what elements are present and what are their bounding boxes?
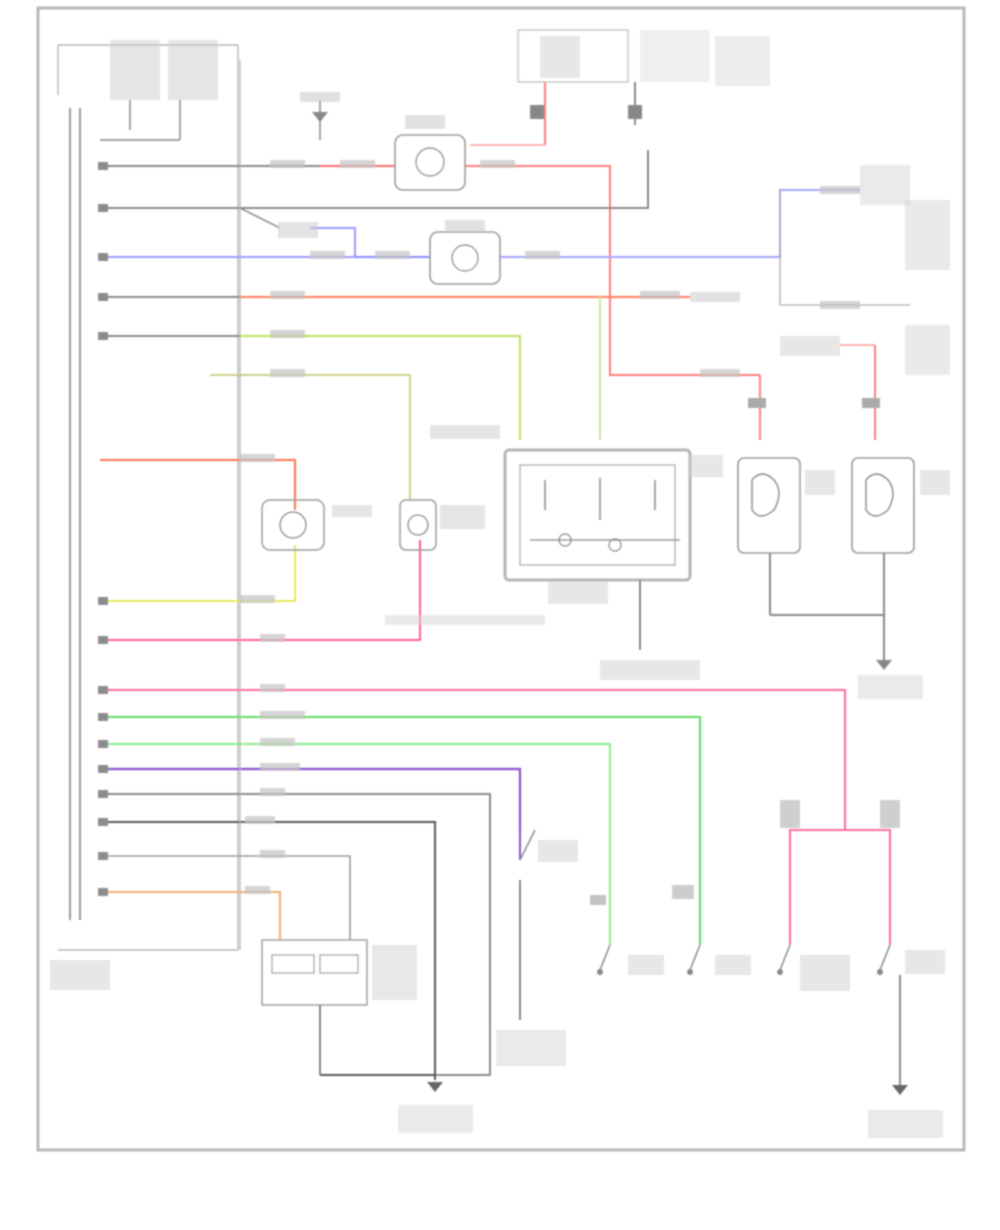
- ground-symbol-right: [858, 660, 923, 699]
- wire-row-3-blue: [108, 227, 356, 258]
- sensor-left: [737, 457, 835, 615]
- module-pins: [98, 162, 108, 896]
- sensor-right: [851, 457, 950, 660]
- bottom-switch-3: [777, 800, 850, 991]
- right-fuse-area: [748, 336, 880, 440]
- bottom-switch-4: [845, 800, 945, 1138]
- wire-row-1-red-b: [465, 165, 760, 376]
- wire-row-7-yellow: [108, 545, 296, 602]
- wire-row-3-blue-c: [500, 189, 860, 258]
- wire-row-2: [108, 150, 649, 209]
- top-connector-1: [470, 29, 770, 146]
- wire-row-6-red: [100, 459, 296, 510]
- lamp-b: [385, 499, 545, 625]
- middle-relay: [429, 220, 501, 285]
- right-top-connector: [690, 165, 950, 375]
- main-control-module: [50, 40, 239, 990]
- wire-row-15: [108, 855, 351, 940]
- wire-row-10-green: [108, 716, 701, 945]
- row2-switch: [239, 207, 318, 238]
- wire-row-5-yg: [240, 335, 521, 440]
- bottom-switch-2: [672, 885, 751, 975]
- bottom-unit: [261, 939, 473, 1133]
- top-relay: [394, 115, 466, 191]
- purple-switch: [496, 829, 578, 1066]
- wire-row-12-purple: [108, 767, 522, 830]
- wire-row-14: [108, 821, 436, 1080]
- bottom-switch-1: [590, 895, 664, 975]
- ground-symbol-top: [300, 92, 340, 140]
- center-module: [430, 425, 723, 680]
- wire-row-16-orange: [108, 891, 281, 940]
- wire-label-smudges: [240, 160, 860, 894]
- diagram-frame: [36, 6, 966, 1152]
- wire-row-13: [108, 793, 491, 1076]
- wire-row-11-lightgreen: [108, 743, 611, 945]
- wire-row-9-pink: [108, 689, 846, 830]
- wire-row-8-pink: [108, 540, 421, 641]
- lamp-a: [261, 499, 372, 551]
